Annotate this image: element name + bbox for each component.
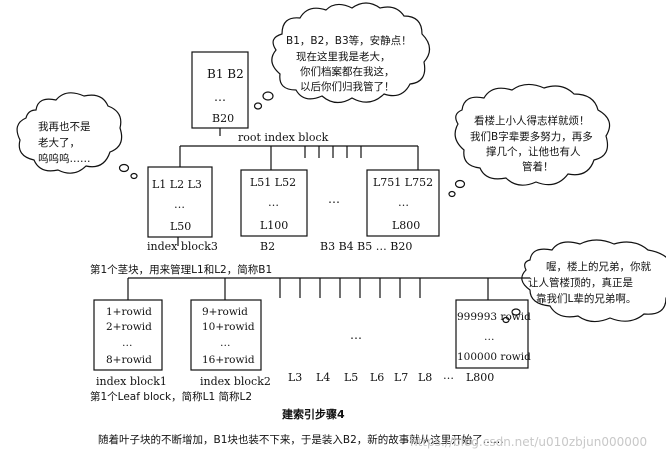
leaf-block-l1 bbox=[93, 299, 163, 371]
leaf-l800-line-last: 100000 rowid bbox=[457, 351, 531, 363]
leaf-label-l8: L8 bbox=[418, 371, 432, 384]
branch-b2-ellipsis: … bbox=[268, 196, 279, 209]
leaf-label-l4: L4 bbox=[316, 371, 330, 384]
branch-b1-line-last: L50 bbox=[170, 220, 191, 233]
leaf-l2-caption: index block2 bbox=[200, 375, 271, 388]
root-block-line-last: B20 bbox=[212, 112, 234, 125]
branch-b20-line-1: L751 L752 bbox=[373, 176, 433, 189]
leaf-label-ellipsis: … bbox=[443, 369, 454, 382]
branch-b1-ellipsis: … bbox=[174, 198, 185, 211]
leaf-note: 第1个Leaf block，简称L1 简称L2 bbox=[90, 390, 252, 403]
root-block-ellipsis: … bbox=[214, 90, 226, 104]
cloud-right-line-1: 看楼上小人得志样就烦！ bbox=[474, 114, 590, 127]
leaf-l800-ellipsis: … bbox=[484, 331, 495, 343]
cloud-root-line-1: B1，B2，B3等，安静点！ bbox=[286, 34, 412, 47]
leaf-l1-line-2: 2+rowid bbox=[106, 321, 152, 333]
branch-note: 第1个茎块，用来管理L1和L2，简称B1 bbox=[90, 263, 272, 276]
leaf-l2-line-1: 9+rowid bbox=[202, 306, 248, 318]
branch-b20-line-last: L800 bbox=[392, 219, 420, 232]
footer-text: 随着叶子块的不断增加，B1块也装不下来，于是装入B2，新的故事就从这里开始了…… bbox=[98, 433, 504, 446]
branch-block-b2 bbox=[240, 169, 308, 237]
branch-block-b1 bbox=[147, 166, 213, 238]
cloud-right-line-3: 撑几个，让他也有人 bbox=[486, 145, 581, 158]
cloud-leaf-line-2: 让人管楼顶的，真正是 bbox=[528, 276, 633, 289]
leaf-l2-line-2: 10+rowid bbox=[202, 321, 255, 333]
cloud-right-line-4: 管着！ bbox=[522, 160, 554, 173]
branch-b1-line-1: L1 L2 L3 bbox=[152, 178, 202, 191]
thought-cloud-left bbox=[16, 92, 123, 174]
leaf-l1-caption: index block1 bbox=[96, 375, 167, 388]
leaf-l1-line-last: 8+rowid bbox=[106, 354, 152, 366]
leaf-l1-ellipsis: … bbox=[122, 337, 133, 349]
cloud-leaf-line-1: 喔，楼上的兄弟，你就 bbox=[546, 260, 651, 273]
step-title: 建索引步骤4 bbox=[282, 407, 345, 421]
cloud-left-line-3: 呜呜呜…… bbox=[38, 152, 91, 165]
cloud-root-line-2: 现在这里我是老大， bbox=[296, 50, 391, 63]
branch-b2-line-1: L51 L52 bbox=[250, 176, 296, 189]
cloud-left-line-2: 老大了， bbox=[38, 136, 80, 149]
thought-cloud-leaf bbox=[521, 239, 666, 323]
leaf-l800-caption: L800 bbox=[466, 371, 494, 384]
leaf-l2-ellipsis: … bbox=[220, 337, 231, 349]
leaf-l2-line-last: 16+rowid bbox=[202, 354, 255, 366]
cloud-leaf-line-3: 靠我们L辈的兄弟啊。 bbox=[536, 292, 636, 305]
branch-b2-line-last: L100 bbox=[260, 219, 288, 232]
label-b2: B2 bbox=[260, 240, 275, 253]
thought-cloud-right bbox=[454, 83, 611, 186]
root-caption: root index block bbox=[238, 131, 329, 144]
leaf-l1-line-1: 1+rowid bbox=[106, 306, 152, 318]
root-block-line-1: B1 B2 bbox=[207, 67, 244, 81]
leaf-label-l3: L3 bbox=[288, 371, 302, 384]
cloud-right-line-2: 我们B字辈要多努力，再多 bbox=[470, 130, 593, 143]
cloud-root-line-3: 你们档案都在我这， bbox=[300, 65, 395, 78]
branch-gap-ellipsis: … bbox=[328, 192, 340, 206]
branch-block-b20 bbox=[366, 169, 440, 237]
branch-b20-ellipsis: … bbox=[398, 196, 409, 209]
leaf-gap-ellipsis: … bbox=[350, 328, 362, 342]
leaf-l800-line-1: 999993 rowid bbox=[457, 311, 531, 323]
watermark: https://blog.csdn.net/u010zbjun000000 bbox=[410, 435, 647, 449]
leaf-block-l800 bbox=[455, 299, 529, 369]
leaf-label-l6: L6 bbox=[370, 371, 384, 384]
label-b3-b20: B3 B4 B5 … B20 bbox=[320, 240, 412, 253]
leaf-label-l5: L5 bbox=[344, 371, 358, 384]
leaf-label-l7: L7 bbox=[394, 371, 408, 384]
cloud-left-line-1: 我再也不是 bbox=[38, 120, 91, 133]
label-index-block3: index block3 bbox=[147, 240, 218, 253]
thought-cloud-root bbox=[271, 2, 431, 104]
leaf-block-l2 bbox=[190, 299, 262, 371]
cloud-root-line-4: 以后你们归我管了！ bbox=[300, 80, 395, 93]
